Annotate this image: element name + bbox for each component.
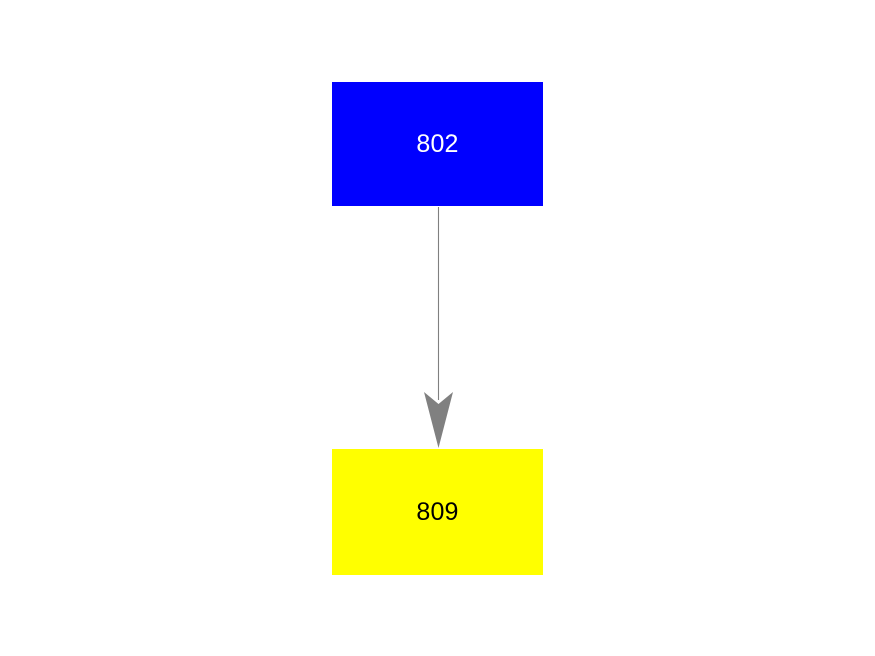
graph-node-809[interactable]: 809	[332, 449, 543, 575]
edge-802-to-809[interactable]	[424, 207, 453, 448]
graph-node-label: 809	[416, 497, 459, 526]
graph-node-802[interactable]: 802	[332, 82, 543, 206]
edge-arrowhead-icon	[424, 392, 453, 448]
graph-node-label: 802	[416, 129, 459, 158]
